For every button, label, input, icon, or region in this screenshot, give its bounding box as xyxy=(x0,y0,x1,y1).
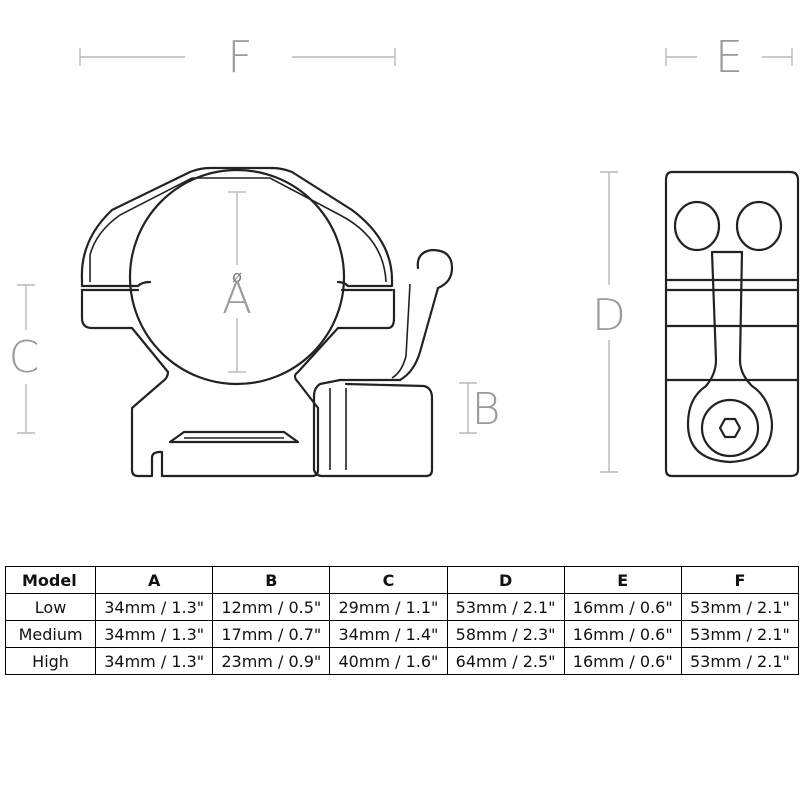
dimension-label-f: F xyxy=(227,32,252,83)
dimension-label-d: D xyxy=(592,290,626,341)
table-cell: 12mm / 0.5" xyxy=(212,593,331,621)
table-cell: 34mm / 1.3" xyxy=(95,620,214,648)
table-row: High 34mm / 1.3" 23mm / 0.9" 40mm / 1.6"… xyxy=(4,647,800,675)
screw-hole-right xyxy=(735,200,783,252)
header-d: D xyxy=(446,566,565,594)
ring-side-view xyxy=(664,170,800,478)
table-cell: 53mm / 2.1" xyxy=(680,620,800,648)
table-cell: 17mm / 0.7" xyxy=(212,620,331,648)
table-row: Medium 34mm / 1.3" 17mm / 0.7" 34mm / 1.… xyxy=(4,620,800,648)
dimension-f: F xyxy=(79,32,396,83)
header-b: B xyxy=(212,566,331,594)
dimension-label-c: C xyxy=(9,332,40,383)
table-cell: 53mm / 2.1" xyxy=(680,647,800,675)
table-cell: 53mm / 2.1" xyxy=(446,593,565,621)
table-cell: 53mm / 2.1" xyxy=(680,593,800,621)
dimension-label-a: A xyxy=(222,273,252,324)
header-a: A xyxy=(95,566,214,594)
hex-socket-icon xyxy=(718,417,742,439)
header-c: C xyxy=(329,566,448,594)
dimension-b: B xyxy=(459,382,501,435)
table-cell: 34mm / 1.3" xyxy=(95,647,214,675)
table-cell: High xyxy=(4,647,97,675)
table-cell: 64mm / 2.5" xyxy=(446,647,565,675)
table-cell: 16mm / 0.6" xyxy=(563,620,682,648)
table-cell: 23mm / 0.9" xyxy=(212,647,331,675)
table-header-row: Model A B C D E F xyxy=(4,566,800,594)
diameter-symbol: ø xyxy=(232,267,242,286)
dimension-label-e: E xyxy=(715,32,743,83)
table-cell: Medium xyxy=(4,620,97,648)
header-e: E xyxy=(563,566,682,594)
header-model: Model xyxy=(4,566,97,594)
lever-side xyxy=(686,250,774,464)
lever-front xyxy=(312,248,454,478)
dimension-d: D xyxy=(592,171,626,473)
header-f: F xyxy=(680,566,800,594)
scope-bore-circle xyxy=(128,168,346,386)
table-cell: 29mm / 1.1" xyxy=(329,593,448,621)
dimension-c: C xyxy=(9,284,40,434)
screw-hole-left xyxy=(673,200,721,252)
dimension-label-b: B xyxy=(472,384,501,435)
table-cell: 34mm / 1.4" xyxy=(329,620,448,648)
table-cell: 16mm / 0.6" xyxy=(563,647,682,675)
ring-front-view: ø A xyxy=(80,166,454,478)
table-cell: 40mm / 1.6" xyxy=(329,647,448,675)
specifications-table: Model A B C D E F Low 34mm / 1.3" 12mm /… xyxy=(4,566,800,675)
table-cell: Low xyxy=(4,593,97,621)
table-cell: 34mm / 1.3" xyxy=(95,593,214,621)
table-cell: 16mm / 0.6" xyxy=(563,593,682,621)
table-row: Low 34mm / 1.3" 12mm / 0.5" 29mm / 1.1" … xyxy=(4,593,800,621)
table-cell: 58mm / 2.3" xyxy=(446,620,565,648)
dimension-e: E xyxy=(665,32,793,83)
